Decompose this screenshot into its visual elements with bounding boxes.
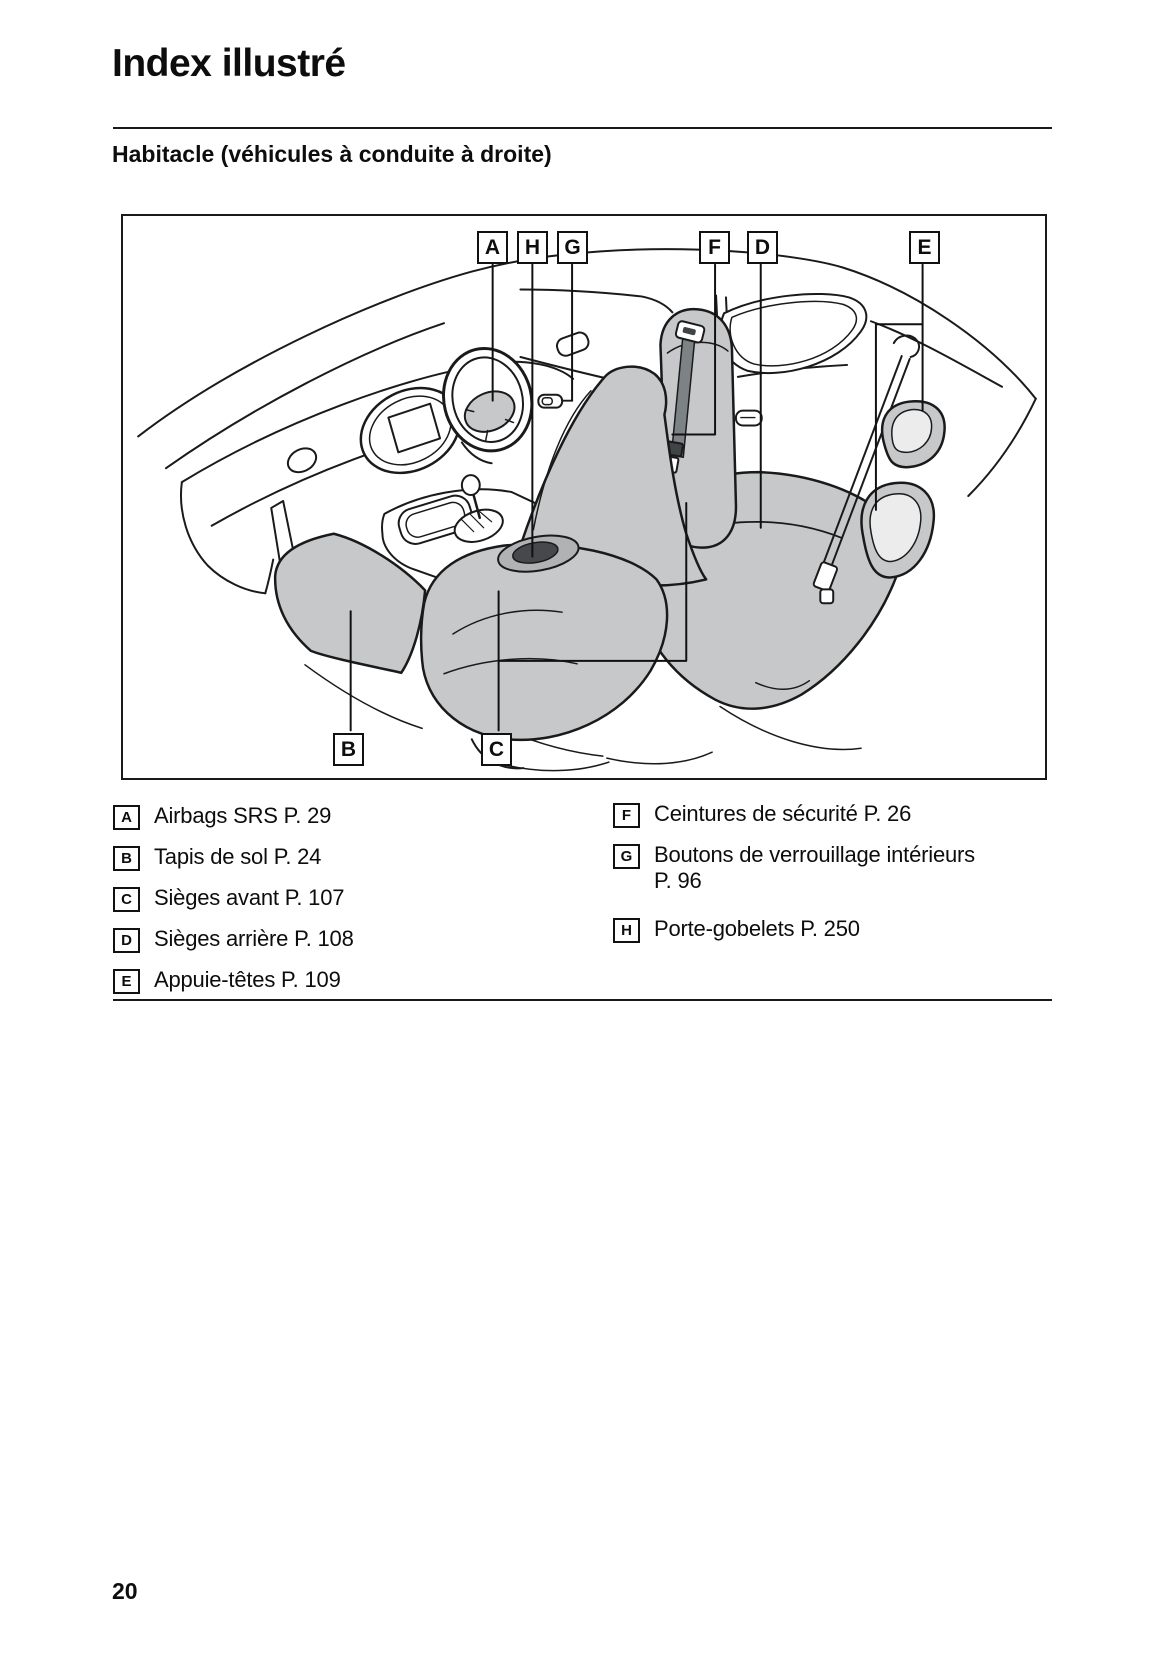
legend-left-column: A Airbags SRS P. 29 B Tapis de sol P. 24… <box>113 803 583 1008</box>
interior-illustration-frame <box>121 214 1047 780</box>
callout-box-f: F <box>699 231 730 264</box>
floor-mat <box>273 532 427 674</box>
leader-c <box>497 501 688 732</box>
cluster-display <box>387 402 442 454</box>
callout-leader-lines <box>349 263 924 732</box>
legend-letter-box: H <box>613 918 640 943</box>
legend-text: Porte-gobelets P. 250 <box>654 916 860 941</box>
car-interior-drawing <box>137 248 1037 772</box>
callout-box-e: E <box>909 231 940 264</box>
legend-letter-box: G <box>613 844 640 869</box>
steering-airbag-hub <box>463 390 516 433</box>
door-handle <box>734 409 763 427</box>
door-lock-knob <box>537 393 574 409</box>
shifter-boot <box>453 508 504 543</box>
callout-box-b: B <box>333 733 364 766</box>
steering-wheel <box>442 347 534 465</box>
legend-item: C Sièges avant P. 107 <box>113 885 583 912</box>
cup-holder <box>497 534 580 573</box>
legend-letter-box: B <box>113 846 140 871</box>
legend-text: Airbags SRS P. 29 <box>154 803 332 828</box>
shift-knob <box>460 474 481 497</box>
callout-box-h: H <box>517 231 548 264</box>
legend-item: B Tapis de sol P. 24 <box>113 844 583 871</box>
page-title: Index illustré <box>112 42 346 85</box>
legend-item: F Ceintures de sécurité P. 26 <box>613 801 1043 828</box>
legend-item: E Appuie-têtes P. 109 <box>113 967 583 994</box>
legend-text: Sièges arrière P. 108 <box>154 926 354 951</box>
legend-letter-box: E <box>113 969 140 994</box>
title-divider <box>113 127 1052 129</box>
callout-box-c: C <box>481 733 512 766</box>
section-heading: Habitacle (véhicules à conduite à droite… <box>112 141 552 167</box>
callout-box-d: D <box>747 231 778 264</box>
legend-letter-box: A <box>113 805 140 830</box>
callout-box-g: G <box>557 231 588 264</box>
legend-text: Sièges avant P. 107 <box>154 885 345 910</box>
legend-item: A Airbags SRS P. 29 <box>113 803 583 830</box>
legend-right-column: F Ceintures de sécurité P. 26 G Boutons … <box>613 801 1043 957</box>
legend-text: Ceintures de sécurité P. 26 <box>654 801 912 826</box>
page-number: 20 <box>112 1578 138 1604</box>
section-bottom-divider <box>113 999 1052 1001</box>
rear-seat-belt <box>812 334 921 605</box>
legend-item: D Sièges arrière P. 108 <box>113 926 583 953</box>
rear-head-restraints <box>860 400 946 579</box>
leader-f <box>671 263 717 436</box>
legend-text: Tapis de sol P. 24 <box>154 844 322 869</box>
legend-letter-box: F <box>613 803 640 828</box>
leader-e <box>874 263 924 511</box>
legend-letter-box: D <box>113 928 140 953</box>
rear-quarter-window <box>719 293 868 375</box>
near-front-seat <box>419 365 708 770</box>
callout-box-a: A <box>477 231 508 264</box>
legend-item: H Porte-gobelets P. 250 <box>613 916 1043 943</box>
legend-text: Appuie-têtes P. 109 <box>154 967 341 992</box>
legend-letter-box: C <box>113 887 140 912</box>
